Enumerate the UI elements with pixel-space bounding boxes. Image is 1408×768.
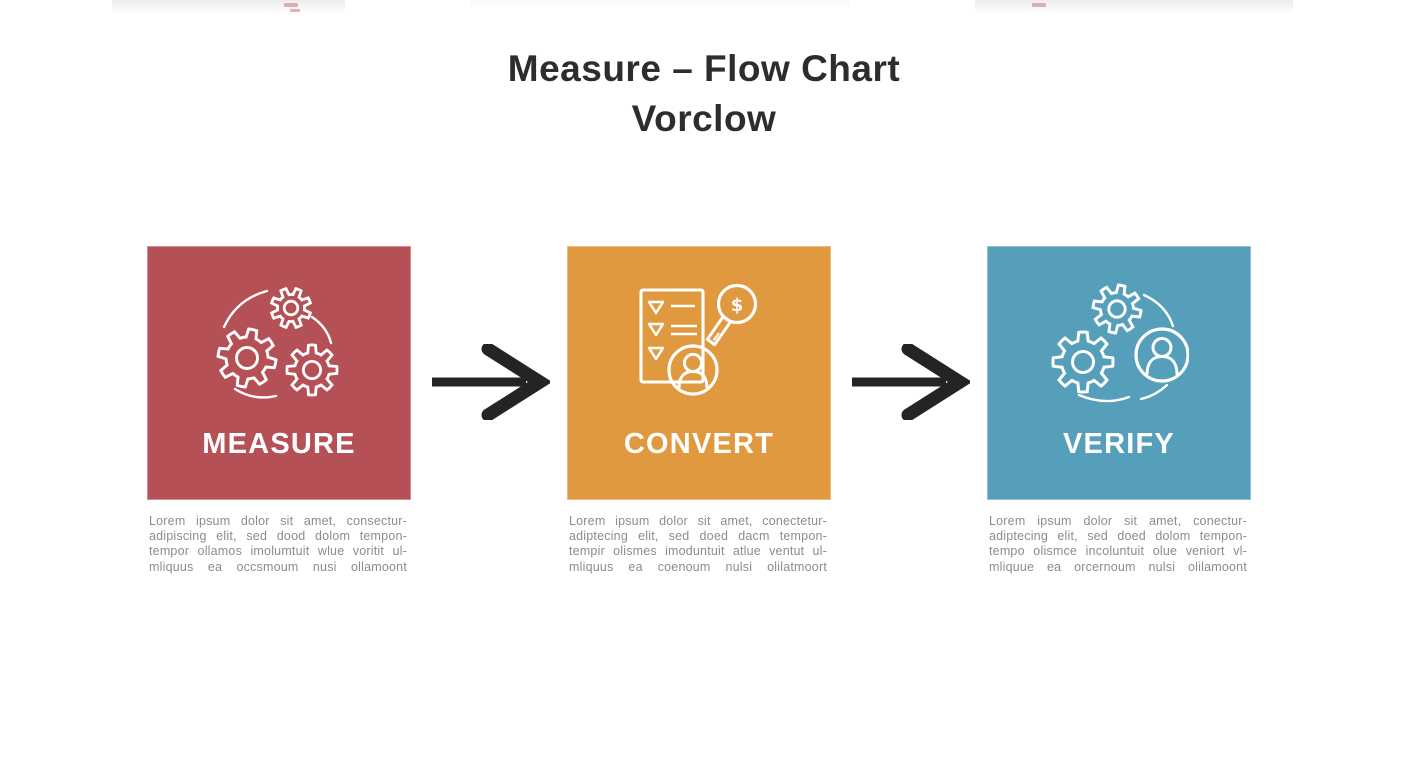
page-title-line-2: Vorclow [631, 98, 777, 139]
description-line: adiptecing elit, sed doed dacm tempon- [569, 529, 827, 544]
description-line: mliquus ea occsmoum nusi ollamoont [149, 559, 407, 574]
flow-arrow-right-icon [432, 344, 550, 420]
card-description-convert: Lorem ipsum dolor sit amet, conectetur- … [569, 514, 827, 575]
page-title-line-1: Measure – Flow Chart [507, 48, 901, 89]
description-line: Lorem ipsum dolor sit amet, consectur- [149, 514, 407, 528]
description-line: mliquue ea orcernoum nulsi olilamoont [989, 559, 1247, 574]
description-line: Lorem ipsum dolor sit amet, conectetur- [569, 514, 827, 528]
flow-arrow-right-icon [852, 344, 970, 420]
description-line: adiptecing elit, sed doed dolom tempon- [989, 529, 1247, 544]
description-line: Lorem ipsum dolor sit amet, conectur- [989, 514, 1247, 528]
card-label-measure: MEASURE [202, 428, 356, 460]
checklist-magnifier-icon: $ [639, 283, 758, 396]
card-label-convert: CONVERT [623, 428, 775, 460]
flow-step-card-measure: MEASURE [147, 246, 411, 500]
description-line: mliquus ea coenoum nulsi olilatmoort [569, 559, 827, 574]
card-label-verify: VERIFY [1063, 428, 1175, 460]
top-artifact-left-bar [112, 0, 345, 14]
flow-step-card-convert: $ CONVERT [567, 246, 831, 500]
top-artifact-red-mark [290, 9, 300, 12]
flow-step-card-verify: VERIFY [987, 246, 1251, 500]
card-description-verify: Lorem ipsum dolor sit amet, conectur- ad… [989, 514, 1247, 575]
description-line: adipiscing elit, sed dood dolom tempon- [149, 529, 407, 544]
description-line: tempir olismes imoduntuit atlue ventut u… [569, 544, 827, 559]
description-line: tempor ollamos imolumtuit wlue voritit u… [149, 544, 407, 559]
page-title: Measure – Flow Chart Vorclow [0, 44, 1408, 144]
gears-icon [216, 286, 339, 399]
top-artifact-right-bar [975, 0, 1293, 14]
gears-person-icon [1051, 283, 1189, 403]
top-artifact-red-mark [1032, 3, 1046, 7]
top-artifact-center-smudge [470, 0, 850, 9]
svg-text:$: $ [731, 295, 744, 316]
top-artifact-red-mark [284, 3, 298, 7]
card-description-measure: Lorem ipsum dolor sit amet, consectur- a… [149, 514, 407, 575]
description-line: tempo olismce incoluntuit olue veniort v… [989, 544, 1247, 559]
